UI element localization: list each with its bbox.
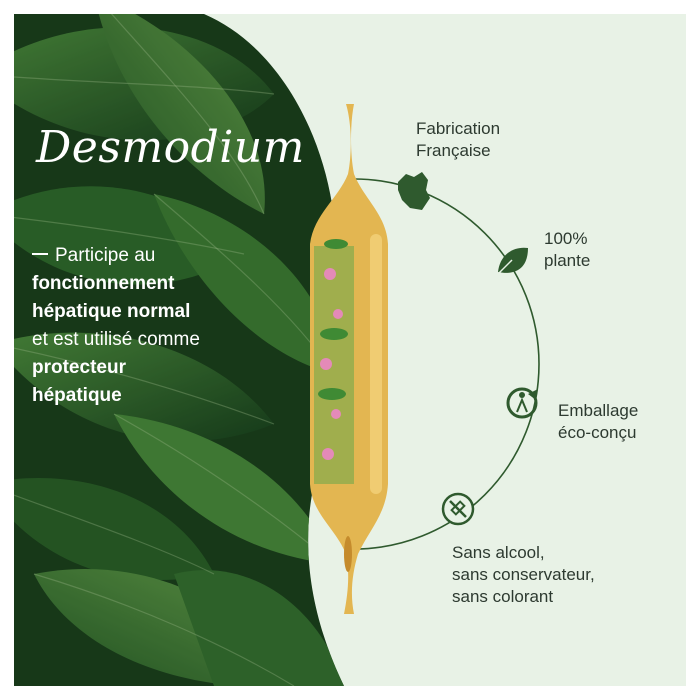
no-additive-icon xyxy=(441,492,475,526)
product-infographic: Desmodium Participe au fonctionnement hé… xyxy=(14,14,686,686)
dash-divider xyxy=(32,252,48,255)
illustration-layer xyxy=(310,104,540,614)
circle-arc xyxy=(353,178,540,550)
product-description: Participe au fonctionnement hépatique no… xyxy=(32,245,200,406)
recycle-person-icon xyxy=(506,387,538,419)
feature-sans-additifs: Sans alcool, sans conservateur, sans col… xyxy=(452,543,595,606)
france-map-icon xyxy=(398,172,430,210)
feature-fabrication: Fabrication Française xyxy=(416,119,501,160)
ampoule xyxy=(310,104,388,614)
feature-plante: 100% plante xyxy=(544,229,591,270)
leaf-background xyxy=(14,14,686,686)
leaf-icon xyxy=(495,247,528,277)
product-title: Desmodium xyxy=(36,122,305,173)
feature-emballage: Emballage éco-conçu xyxy=(558,401,639,442)
